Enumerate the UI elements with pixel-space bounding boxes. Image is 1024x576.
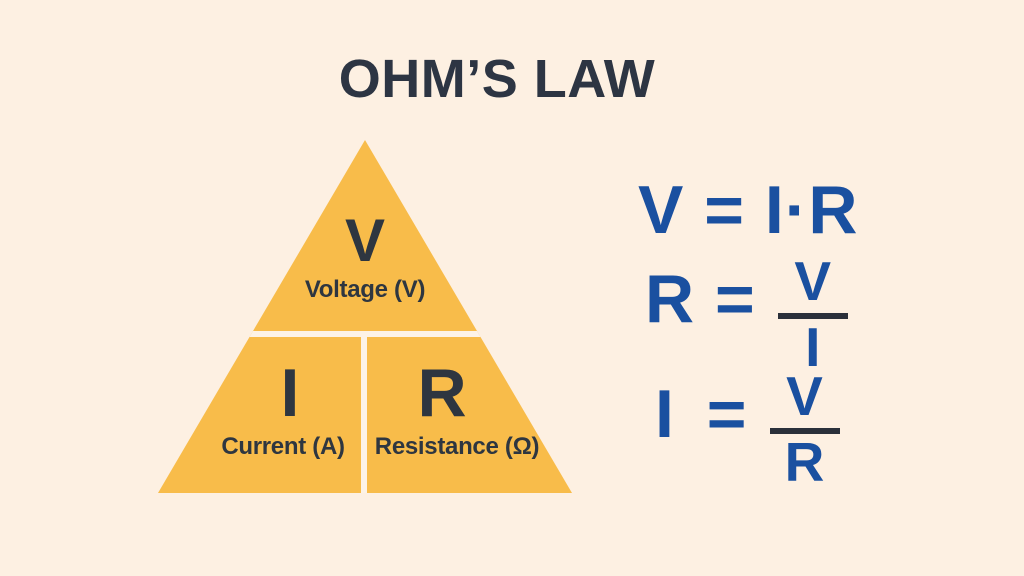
resistance-label: Resistance (Ω): [374, 433, 540, 460]
ohms-law-triangle: V Voltage (V) I Current (A) R Resistance…: [158, 140, 572, 493]
formula-lhs-r: R =: [645, 261, 756, 337]
fraction-v-over-r: V R: [769, 365, 840, 494]
voltage-symbol: V: [344, 207, 386, 274]
page-title: OHM’S LAW: [338, 49, 656, 109]
fraction-bar: [777, 313, 848, 320]
formula-lhs-i: I =: [655, 376, 748, 452]
fraction-denominator: I: [805, 316, 821, 379]
resistance-symbol: R: [417, 355, 467, 431]
formula-v-equals-i-times-r: V = I·R: [638, 172, 859, 248]
formula-r-equals-v-over-i: R = V I: [645, 250, 848, 379]
fraction-denominator: R: [784, 431, 825, 494]
formula-i-equals-v-over-r: I = V R: [655, 365, 840, 494]
current-label: Current (A): [221, 433, 345, 460]
triangle-vertical-divider: [361, 337, 367, 493]
voltage-label: Voltage (V): [304, 276, 426, 303]
fraction-v-over-i: V I: [777, 250, 848, 379]
triangle-horizontal-divider: [158, 331, 572, 337]
fraction-numerator: V: [786, 365, 823, 427]
fraction-numerator: V: [794, 250, 832, 312]
fraction-bar: [769, 428, 840, 435]
current-symbol: I: [280, 355, 300, 431]
